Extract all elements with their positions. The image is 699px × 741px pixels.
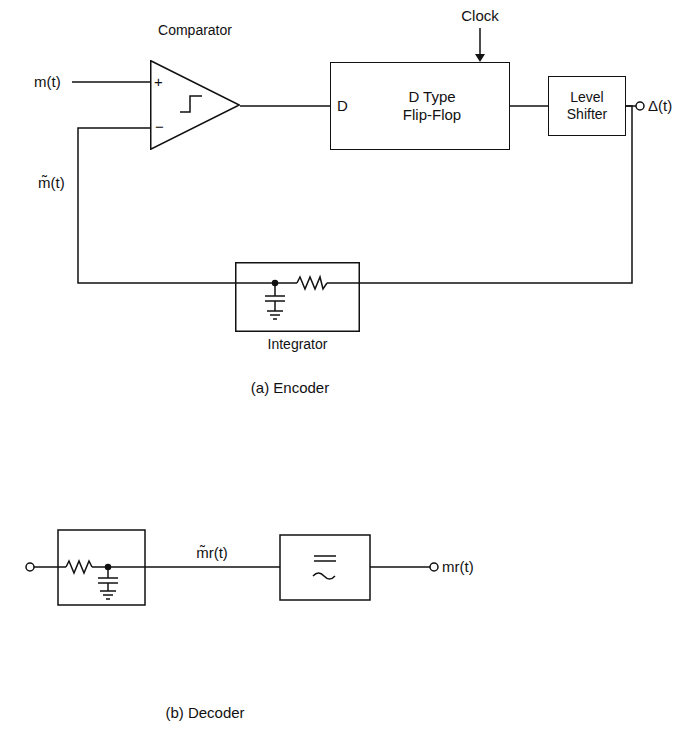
wire bbox=[327, 282, 360, 284]
wire bbox=[274, 301, 276, 311]
ground-symbol bbox=[270, 314, 280, 316]
pin-sign: + bbox=[154, 74, 163, 91]
ground-symbol bbox=[106, 598, 110, 600]
decoder-mid-wire bbox=[145, 566, 280, 568]
block-name: Integrator bbox=[235, 336, 360, 353]
signal-name: mr(t) bbox=[442, 559, 474, 576]
flip-flop-box: D Type Flip-Flop bbox=[330, 62, 510, 150]
output-terminal bbox=[636, 102, 644, 110]
resistor-symbol bbox=[297, 277, 327, 289]
signal-wire bbox=[240, 105, 330, 107]
lowpass-filter-box bbox=[280, 535, 370, 600]
figure-caption: (b) Decoder bbox=[165, 705, 244, 722]
wire bbox=[235, 282, 297, 284]
wire bbox=[107, 583, 109, 591]
capacitor-symbol bbox=[265, 295, 285, 297]
wire bbox=[107, 567, 109, 578]
decoder-output-wire bbox=[370, 566, 430, 568]
decoder-input-wire bbox=[34, 566, 58, 568]
integrator-symbol bbox=[235, 262, 360, 332]
ground-symbol bbox=[267, 310, 283, 312]
comparator-symbol bbox=[150, 60, 240, 150]
wire bbox=[274, 283, 276, 296]
ground-symbol bbox=[100, 590, 116, 592]
pin-sign: − bbox=[155, 119, 164, 136]
filter-symbol bbox=[314, 555, 336, 557]
wire bbox=[58, 566, 66, 568]
clock-wire bbox=[479, 28, 481, 55]
signal-wire bbox=[78, 128, 235, 283]
clock-arrowhead bbox=[475, 54, 485, 62]
signal-name: m̃r(t) bbox=[196, 545, 228, 562]
figure-caption: (a) Encoder bbox=[251, 380, 329, 397]
ground-symbol bbox=[103, 594, 113, 596]
signal-name: Δ(t) bbox=[648, 98, 672, 115]
ground-symbol bbox=[273, 318, 277, 320]
comparator-triangle bbox=[151, 61, 240, 150]
integrator-box bbox=[236, 263, 360, 332]
signal-name: m̃(t) bbox=[38, 175, 65, 192]
block-name: Level Shifter bbox=[557, 89, 617, 123]
filter-symbol bbox=[314, 560, 336, 562]
signal-name: m(t) bbox=[34, 74, 61, 91]
decoder-input-terminal bbox=[26, 563, 34, 571]
block-name: Comparator bbox=[150, 22, 240, 39]
decoder-integrator-box bbox=[58, 530, 145, 605]
capacitor-symbol bbox=[98, 577, 118, 579]
wire bbox=[92, 566, 145, 568]
signal-name: Clock bbox=[461, 8, 499, 25]
filter-symbol bbox=[313, 573, 335, 579]
input-wire bbox=[72, 81, 150, 83]
resistor-symbol bbox=[66, 561, 92, 573]
level-shifter-box: Level Shifter bbox=[548, 76, 626, 136]
block-name: D Type Flip-Flop bbox=[399, 88, 465, 124]
signal-wire bbox=[510, 105, 548, 107]
decoder-output-terminal bbox=[430, 563, 438, 571]
pin-name: D bbox=[337, 98, 348, 115]
step-symbol bbox=[180, 96, 202, 112]
integrator-block: Integrator bbox=[235, 262, 360, 357]
